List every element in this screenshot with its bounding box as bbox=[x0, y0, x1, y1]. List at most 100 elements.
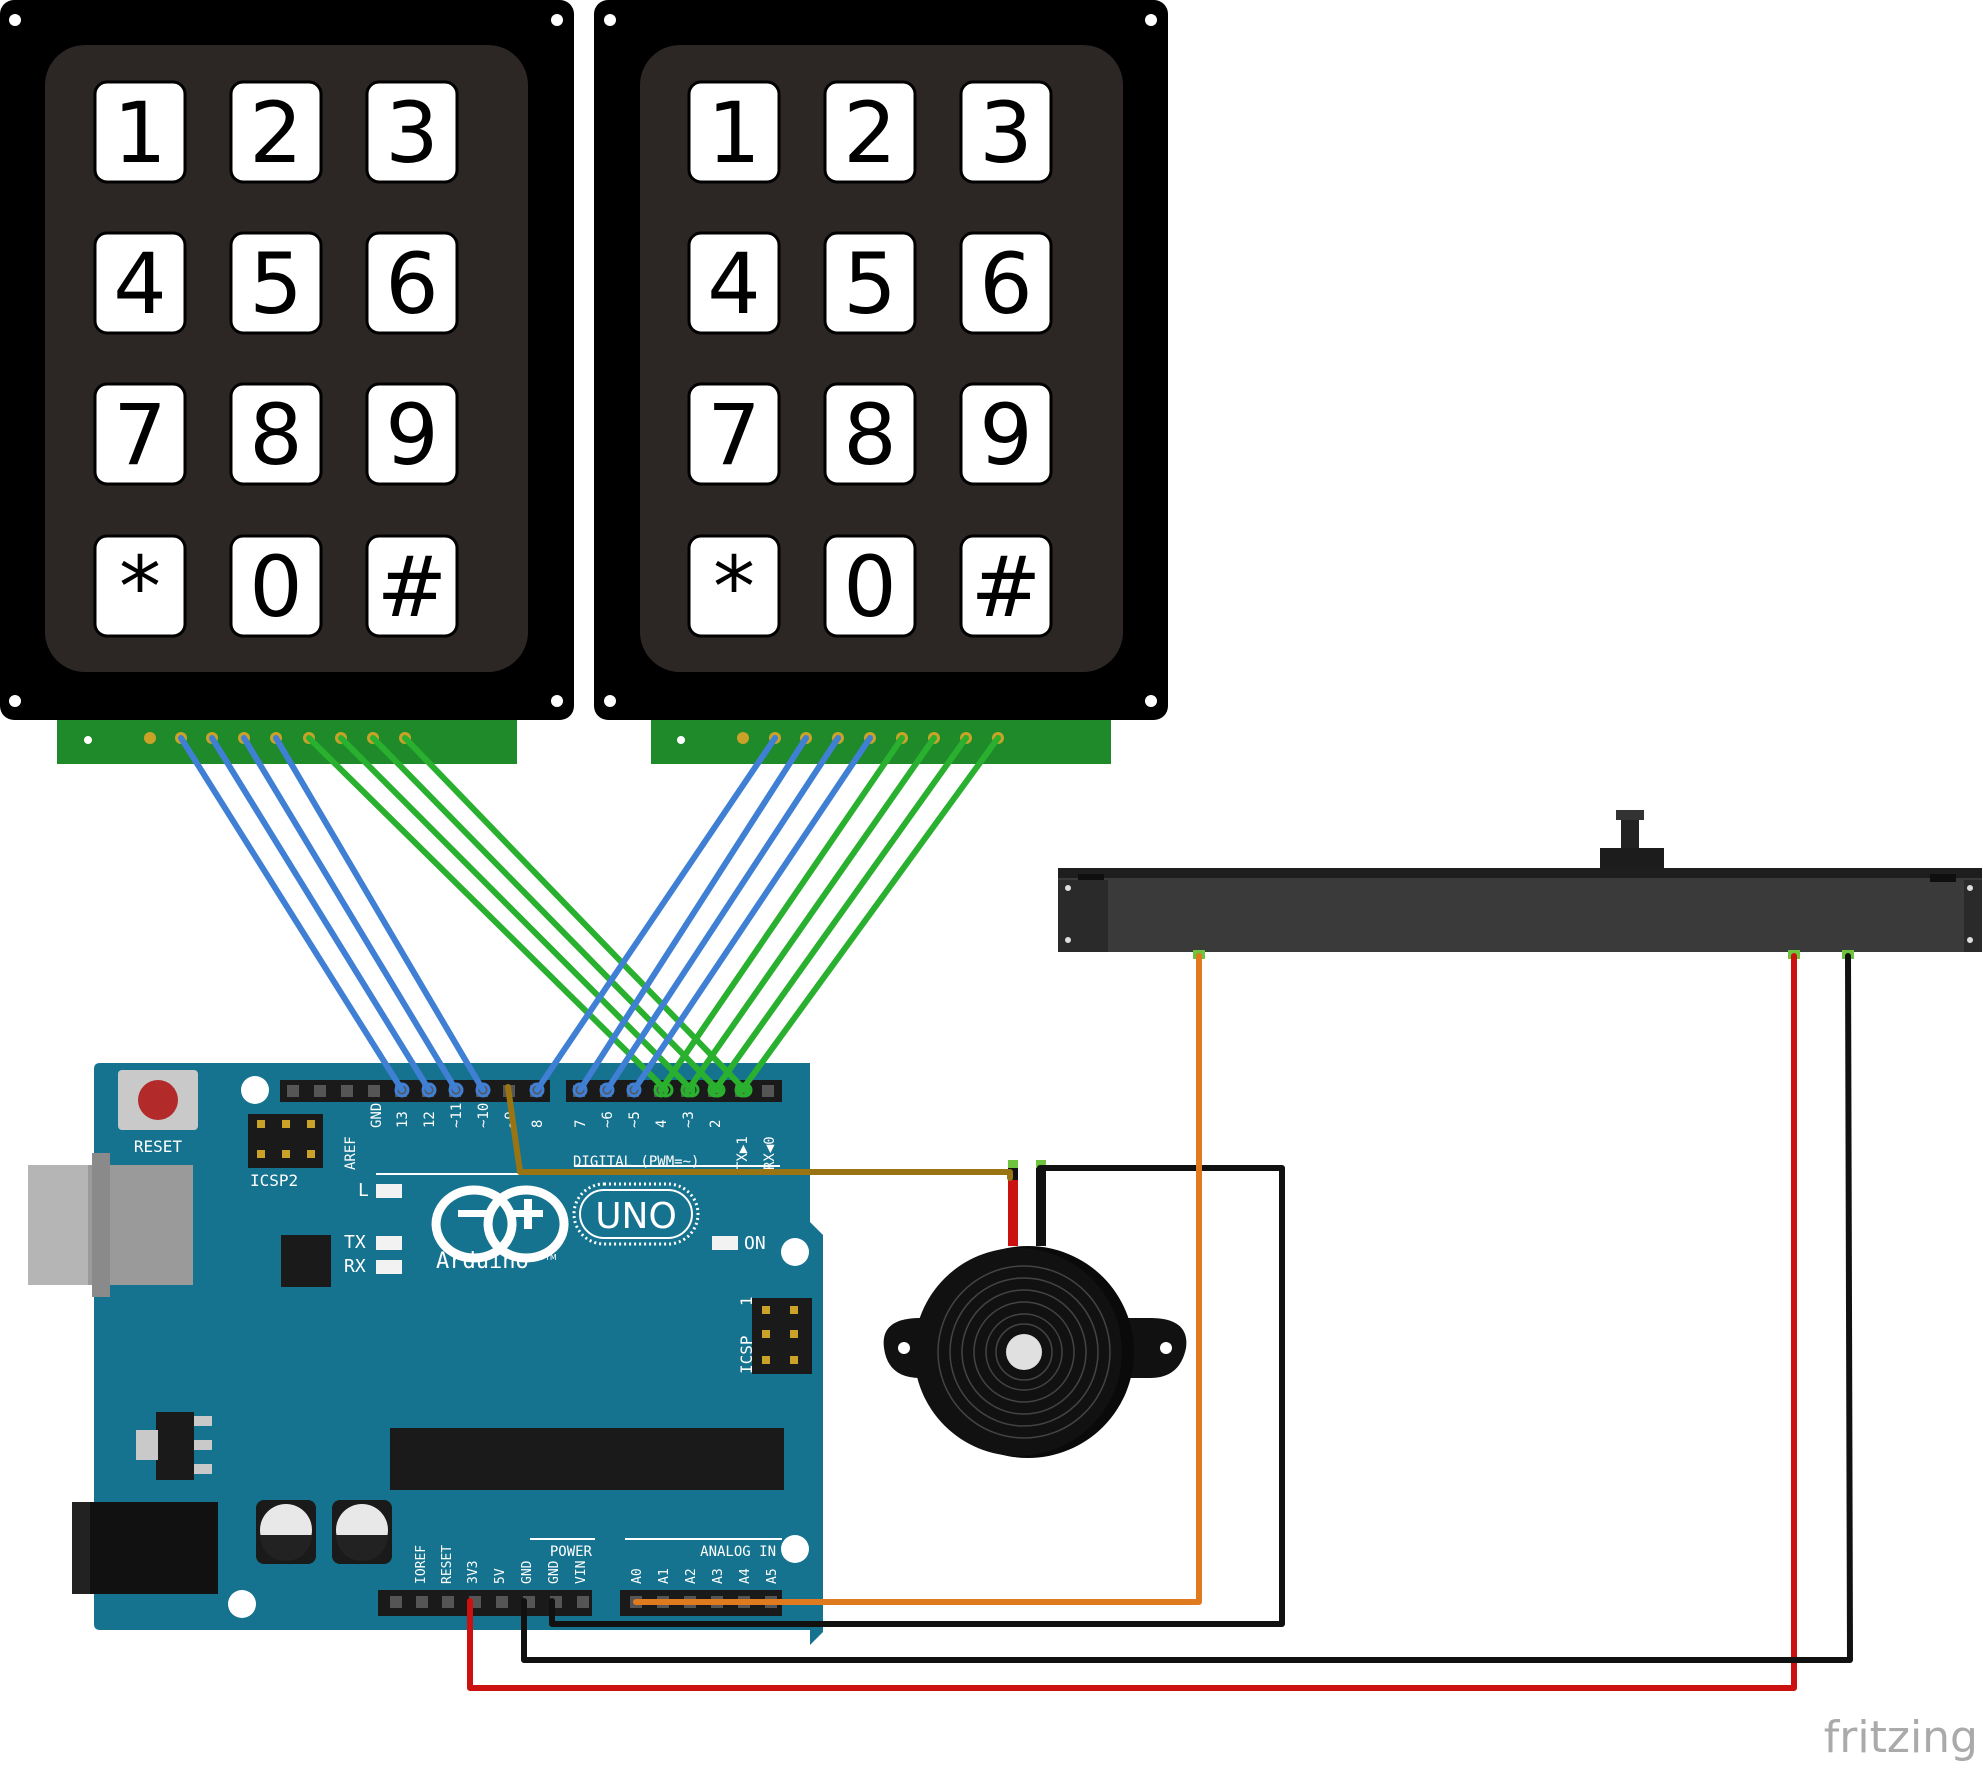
key-cap bbox=[93, 382, 187, 486]
key-label: 6 bbox=[979, 235, 1032, 333]
key-2[interactable]: 2 bbox=[823, 80, 917, 184]
key-6[interactable]: 6 bbox=[959, 231, 1053, 335]
key-9[interactable]: 9 bbox=[959, 382, 1053, 486]
key-label: 2 bbox=[843, 84, 896, 182]
key-3[interactable]: 3 bbox=[959, 80, 1053, 184]
key-star[interactable]: * bbox=[687, 534, 781, 638]
power-pin-label: RESET bbox=[440, 1545, 455, 1584]
buzzer-hole bbox=[898, 1342, 910, 1354]
key-3[interactable]: 3 bbox=[365, 80, 459, 184]
arduino-logo: Arduino TM bbox=[431, 1185, 569, 1274]
key-label: 3 bbox=[385, 84, 438, 182]
key-5[interactable]: 5 bbox=[823, 231, 917, 335]
mount-hole bbox=[9, 695, 21, 707]
wire-green-keypad bbox=[370, 735, 721, 1093]
logo-minus bbox=[458, 1210, 488, 1217]
wire-end bbox=[653, 1082, 669, 1098]
digital-pin-label: AREF bbox=[343, 1136, 359, 1170]
mount-hole bbox=[1145, 14, 1157, 26]
mount-hole bbox=[1145, 695, 1157, 707]
digital-pin-label: ~11 bbox=[449, 1103, 465, 1128]
analog-pin-label: A2 bbox=[684, 1568, 699, 1584]
wire-end bbox=[475, 1082, 491, 1098]
key-7[interactable]: 7 bbox=[93, 382, 187, 486]
pot-end-tab bbox=[1930, 874, 1956, 882]
header-socket bbox=[390, 1596, 402, 1608]
key-0[interactable]: 0 bbox=[823, 534, 917, 638]
reset-button[interactable] bbox=[138, 1080, 178, 1120]
key-label: 8 bbox=[249, 386, 302, 484]
key-cap bbox=[229, 231, 323, 335]
buzzer-hole bbox=[1160, 1342, 1172, 1354]
led-l bbox=[376, 1184, 402, 1198]
key-2[interactable]: 2 bbox=[229, 80, 323, 184]
wire-red-3v3 bbox=[467, 953, 1797, 1691]
header-socket bbox=[496, 1596, 508, 1608]
key-hash[interactable]: # bbox=[959, 534, 1053, 638]
key-cap bbox=[959, 231, 1053, 335]
key-cap bbox=[365, 80, 459, 184]
pot-screw bbox=[1065, 885, 1071, 891]
key-8[interactable]: 8 bbox=[229, 382, 323, 486]
key-label: * bbox=[713, 538, 755, 636]
key-label: 4 bbox=[113, 235, 166, 333]
pot-knob-top bbox=[1616, 810, 1644, 820]
key-cap bbox=[229, 534, 323, 638]
wire-green-keypad bbox=[402, 735, 748, 1093]
wire-end bbox=[734, 1082, 750, 1098]
reset-label: RESET bbox=[134, 1137, 183, 1156]
mount-hole bbox=[604, 695, 616, 707]
key-4[interactable]: 4 bbox=[687, 231, 781, 335]
analog-pin-label: A0 bbox=[630, 1568, 645, 1584]
wire-orange-a0 bbox=[633, 953, 1202, 1605]
digital-pin-label: 8 bbox=[530, 1120, 546, 1128]
key-9[interactable]: 9 bbox=[365, 382, 459, 486]
digital-pin-label: 7 bbox=[573, 1120, 589, 1128]
key-4[interactable]: 4 bbox=[93, 231, 187, 335]
key-cap bbox=[93, 534, 187, 638]
key-label: 1 bbox=[113, 84, 166, 182]
key-5[interactable]: 5 bbox=[229, 231, 323, 335]
digital-pin-label: GND bbox=[369, 1103, 385, 1128]
header-socket bbox=[762, 1085, 774, 1097]
key-0[interactable]: 0 bbox=[229, 534, 323, 638]
wire-blue-keypad bbox=[631, 735, 873, 1093]
key-cap bbox=[823, 534, 917, 638]
analog-pin-label: A3 bbox=[711, 1568, 726, 1584]
wire-blue-keypad bbox=[534, 735, 778, 1093]
board-hole bbox=[781, 1535, 809, 1563]
key-hash[interactable]: # bbox=[365, 534, 459, 638]
fritzing-watermark: fritzing bbox=[1824, 1712, 1978, 1763]
key-cap bbox=[93, 80, 187, 184]
wires bbox=[178, 735, 1853, 1691]
pot-screw bbox=[1065, 937, 1071, 943]
key-label: 8 bbox=[843, 386, 896, 484]
power-pin-label: GND bbox=[547, 1560, 562, 1584]
mount-hole bbox=[9, 14, 21, 26]
analog-pin-label: A5 bbox=[765, 1568, 780, 1584]
power-pin-label: 5V bbox=[493, 1568, 508, 1584]
key-1[interactable]: 1 bbox=[93, 80, 187, 184]
icsp-label: ICSP bbox=[737, 1335, 756, 1374]
key-label: 2 bbox=[249, 84, 302, 182]
pot-knob-stem bbox=[1621, 812, 1639, 850]
arduino-uno: RESET ICSP2 L TX RX ON Arduino TM bbox=[28, 1063, 823, 1645]
usb-port-flange bbox=[92, 1153, 110, 1297]
analog-pin-label: A4 bbox=[738, 1568, 753, 1584]
key-star[interactable]: * bbox=[93, 534, 187, 638]
buzzer-pin-neg bbox=[1008, 1160, 1018, 1168]
key-7[interactable]: 7 bbox=[687, 382, 781, 486]
digital-label: DIGITAL (PWM=~) bbox=[573, 1154, 699, 1170]
analog-pin-label: A1 bbox=[657, 1568, 672, 1584]
header-socket bbox=[314, 1085, 326, 1097]
wire-end bbox=[421, 1082, 437, 1098]
key-label: * bbox=[119, 538, 161, 636]
dc-jack-rim bbox=[72, 1502, 90, 1594]
digital-pin-label: ~5 bbox=[627, 1111, 643, 1128]
key-1[interactable]: 1 bbox=[687, 80, 781, 184]
key-6[interactable]: 6 bbox=[365, 231, 459, 335]
key-cap bbox=[229, 80, 323, 184]
key-8[interactable]: 8 bbox=[823, 382, 917, 486]
wire-green-keypad bbox=[712, 735, 969, 1093]
